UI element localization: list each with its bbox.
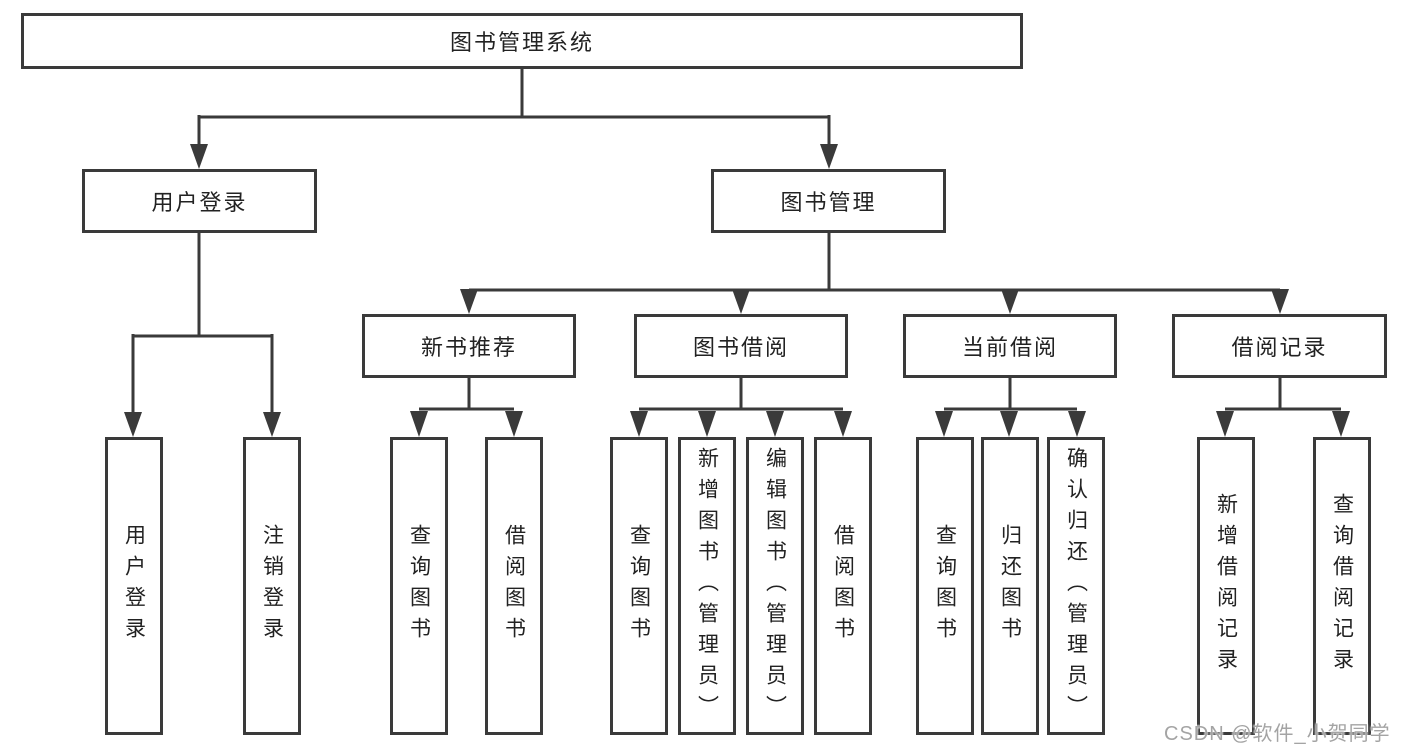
leaf-label: 查询图书	[933, 524, 957, 648]
leaf-add-books-admin: 新增图书（管理员）	[678, 437, 736, 735]
arrowhead	[820, 144, 838, 169]
arrowhead	[505, 411, 523, 437]
leaf-logout: 注销登录	[243, 437, 301, 735]
connector-root-to-level2	[190, 69, 838, 169]
arrowhead	[732, 289, 750, 314]
arrowhead	[834, 411, 852, 437]
leaf-label: 查询图书	[627, 524, 651, 648]
leaf-query-books-recommend: 查询图书	[390, 437, 448, 735]
connector-borrow-records-to-leaves	[1216, 378, 1350, 437]
leaf-confirm-return-admin: 确认归还（管理员）	[1047, 437, 1105, 735]
leaf-label: 归还图书	[998, 524, 1022, 648]
node-root: 图书管理系统	[21, 13, 1023, 69]
csdn-watermark: CSDN @软件_小贺同学	[1164, 723, 1391, 745]
arrowhead	[1001, 289, 1019, 314]
arrowhead	[1000, 411, 1018, 437]
arrowhead	[630, 411, 648, 437]
arrowhead	[766, 411, 784, 437]
leaf-label: 新增借阅记录	[1214, 493, 1238, 679]
arrowhead	[1068, 411, 1086, 437]
leaf-query-books-borrow: 查询图书	[610, 437, 668, 735]
node-book-management: 图书管理	[711, 169, 946, 233]
node-book-borrow: 图书借阅	[634, 314, 848, 378]
leaf-label: 用户登录	[122, 524, 146, 648]
arrowhead	[124, 412, 142, 437]
connector-current-borrow-to-leaves	[935, 378, 1086, 437]
connector-user-login-to-leaves	[124, 233, 281, 437]
arrowhead	[935, 411, 953, 437]
leaf-label: 借阅图书	[502, 524, 526, 648]
leaf-label: 编辑图书（管理员）	[763, 446, 787, 726]
connector-book-management-to-level3	[460, 233, 1289, 314]
leaf-label: 借阅图书	[831, 524, 855, 648]
node-current-borrow: 当前借阅	[903, 314, 1117, 378]
leaf-label: 新增图书（管理员）	[695, 446, 719, 726]
arrowhead	[1271, 289, 1289, 314]
leaf-query-books-current: 查询图书	[916, 437, 974, 735]
leaf-label: 注销登录	[260, 524, 284, 648]
leaf-return-books: 归还图书	[981, 437, 1039, 735]
arrowhead	[190, 144, 208, 169]
node-new-book-recommend: 新书推荐	[362, 314, 576, 378]
leaf-label: 确认归还（管理员）	[1064, 446, 1088, 726]
arrowhead	[410, 411, 428, 437]
connector-new-book-recommend-to-leaves	[410, 378, 523, 437]
leaf-borrow-books-recommend: 借阅图书	[485, 437, 543, 735]
leaf-user-login: 用户登录	[105, 437, 163, 735]
leaf-label: 查询图书	[407, 524, 431, 648]
arrowhead	[460, 289, 478, 314]
leaf-query-borrow-record: 查询借阅记录	[1313, 437, 1371, 735]
arrowhead	[698, 411, 716, 437]
leaf-add-borrow-record: 新增借阅记录	[1197, 437, 1255, 735]
leaf-label: 查询借阅记录	[1330, 493, 1354, 679]
leaf-borrow-books: 借阅图书	[814, 437, 872, 735]
arrowhead	[1332, 411, 1350, 437]
node-user-login: 用户登录	[82, 169, 317, 233]
connector-book-borrow-to-leaves	[630, 378, 852, 437]
leaf-edit-books-admin: 编辑图书（管理员）	[746, 437, 804, 735]
arrowhead	[263, 412, 281, 437]
arrowhead	[1216, 411, 1234, 437]
node-borrow-records: 借阅记录	[1172, 314, 1387, 378]
